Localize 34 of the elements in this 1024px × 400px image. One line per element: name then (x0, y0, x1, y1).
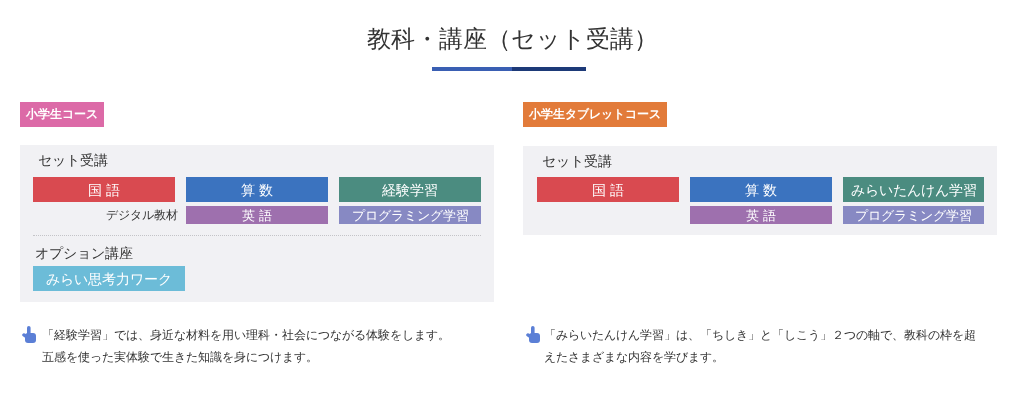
subject-name: みらい思考力ワーク (46, 270, 172, 287)
caption-text: デジタル教材 (106, 207, 178, 224)
section-heading: セット受講 (38, 151, 108, 170)
course-name: 小学生タブレットコース (529, 107, 661, 122)
course-badge (523, 102, 667, 127)
subject-box (33, 177, 175, 202)
subject-name: 国 語 (591, 181, 625, 198)
subject-name: 英 語 (745, 207, 777, 223)
section-heading: オプション講座 (35, 244, 133, 263)
subject-box (339, 206, 481, 224)
section-heading: セット受講 (542, 152, 612, 171)
course-name: 小学生コース (26, 107, 98, 122)
note-text: 「みらいたんけん学習」は、「ちしき」と「しこう」２つの軸で、教科の枠を超えたさまざまな内容を学びます。 (544, 327, 977, 366)
subject-box (690, 177, 832, 202)
page-title: 教科・講座（セット受講） (366, 25, 658, 54)
subject-box (843, 177, 984, 202)
subject-name: プログラミング学習 (351, 207, 469, 223)
course-badge (20, 102, 104, 127)
subject-name: 算 数 (744, 181, 778, 198)
subject-box (339, 177, 481, 202)
subject-box (537, 177, 679, 202)
subject-name: プログラミング学習 (855, 207, 972, 223)
subject-name: みらいたんけん学習 (850, 181, 977, 198)
course-panel (20, 145, 494, 302)
subject-box (843, 206, 984, 224)
subject-name: 経験学習 (382, 181, 438, 198)
subject-name: 国 語 (87, 181, 121, 198)
subject-name: 算 数 (240, 181, 274, 198)
subject-name: 英 語 (241, 207, 273, 223)
course-panel (523, 146, 997, 235)
subject-box (33, 266, 185, 291)
subject-box (690, 206, 832, 224)
note-text: 「経験学習」では、身近な材料を用い理科・社会につながる体験をします。五感を使った実体験で生きた知識を身につけます。 (42, 327, 451, 366)
subject-box (186, 177, 328, 202)
